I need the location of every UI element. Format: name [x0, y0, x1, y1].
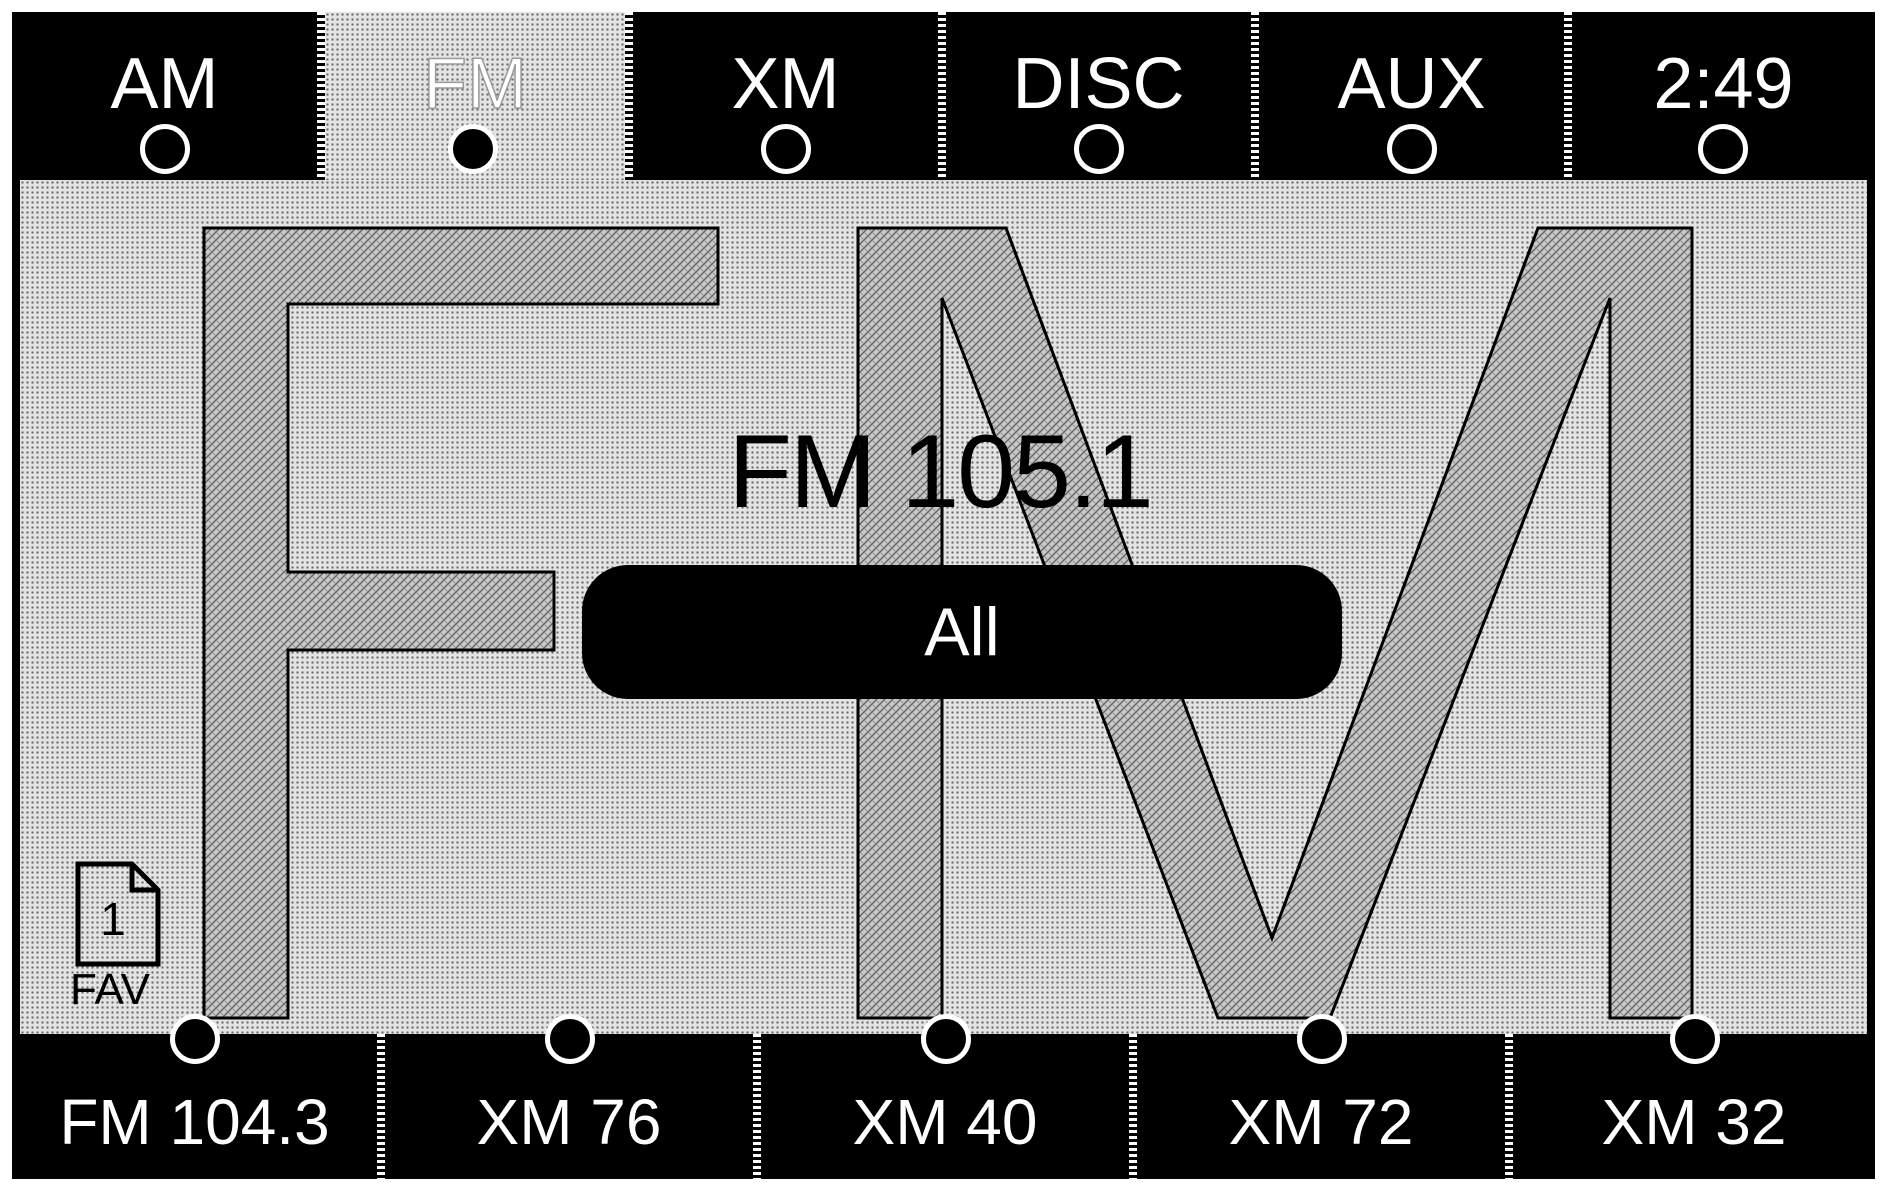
preset-1[interactable]: FM 104.3 [12, 1014, 377, 1179]
main-display: FM 105.1 All 1 FAV [20, 180, 1867, 1034]
tab-am-knob[interactable] [140, 124, 190, 174]
preset-2-label: XM 76 [476, 1085, 662, 1158]
tab-fm-label: FM [422, 44, 527, 124]
tab-disc-label: DISC [1012, 44, 1185, 124]
tab-aux-label: AUX [1337, 44, 1486, 124]
preset-1-knob[interactable] [170, 1014, 220, 1064]
tab-am[interactable]: AM [12, 12, 317, 180]
preset-4-label: XM 72 [1228, 1085, 1414, 1158]
tab-divider [625, 12, 633, 180]
tab-am-label: AM [110, 44, 219, 124]
preset-3-label: XM 40 [852, 1085, 1038, 1158]
clock-tab[interactable]: 2:49 [1572, 12, 1875, 180]
tab-aux[interactable]: AUX [1259, 12, 1564, 180]
tab-aux-knob[interactable] [1387, 124, 1437, 174]
tab-disc-knob[interactable] [1074, 124, 1124, 174]
source-tab-bar: AM FM XM DISC AUX 2:49 [12, 12, 1875, 180]
tab-xm-knob[interactable] [761, 124, 811, 174]
category-label: All [924, 594, 1000, 670]
tab-xm[interactable]: XM [633, 12, 938, 180]
preset-3-knob[interactable] [921, 1014, 971, 1064]
preset-divider [1505, 1034, 1513, 1179]
preset-5-knob[interactable] [1670, 1014, 1720, 1064]
tab-divider [1251, 12, 1259, 180]
favorites-page-indicator[interactable]: 1 FAV [60, 860, 170, 1020]
tab-divider [317, 12, 325, 180]
tab-divider [1564, 12, 1572, 180]
preset-bar: FM 104.3 XM 76 XM 40 XM 72 XM 32 [12, 1014, 1875, 1179]
favorite-page-icon [75, 861, 161, 967]
tab-fm[interactable]: FM [325, 12, 625, 180]
preset-5-label: XM 32 [1601, 1085, 1787, 1158]
preset-4-knob[interactable] [1297, 1014, 1347, 1064]
clock-display: 2:49 [1653, 44, 1794, 124]
favorite-page-number: 1 [100, 893, 126, 945]
preset-2-knob[interactable] [545, 1014, 595, 1064]
preset-1-label: FM 104.3 [59, 1085, 330, 1158]
clock-knob[interactable] [1698, 124, 1748, 174]
preset-2[interactable]: XM 76 [385, 1014, 753, 1179]
category-button[interactable]: All [582, 565, 1342, 699]
tab-divider [938, 12, 946, 180]
preset-divider [1129, 1034, 1137, 1179]
preset-divider [753, 1034, 761, 1179]
preset-divider [377, 1034, 385, 1179]
fm-band-watermark-icon [202, 226, 1694, 1020]
station-frequency: FM 105.1 [728, 414, 1153, 530]
tab-disc[interactable]: DISC [946, 12, 1251, 180]
preset-3[interactable]: XM 40 [761, 1014, 1129, 1179]
favorite-label: FAV [70, 965, 150, 1014]
tab-xm-label: XM [731, 44, 840, 124]
preset-5[interactable]: XM 32 [1513, 1014, 1875, 1179]
radio-screen: AM FM XM DISC AUX 2:49 [12, 12, 1875, 1179]
preset-4[interactable]: XM 72 [1137, 1014, 1505, 1179]
tab-fm-knob[interactable] [448, 124, 498, 174]
